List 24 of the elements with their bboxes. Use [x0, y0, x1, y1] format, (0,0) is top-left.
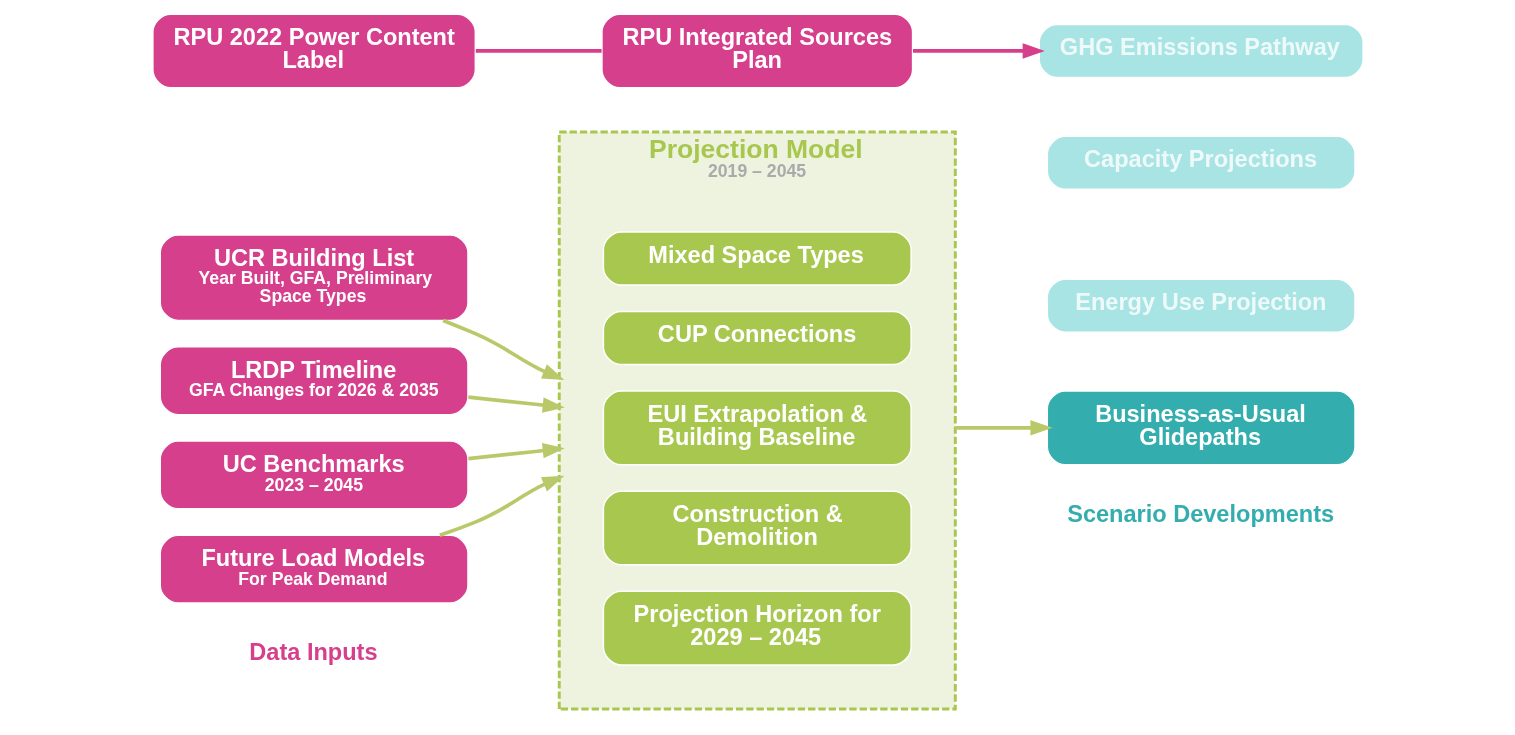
node-box: Projection Horizon for 2029 – 2045: [602, 590, 912, 666]
node-box: Mixed Space Types: [602, 231, 912, 286]
node-box: Energy Use Projection: [1046, 278, 1356, 333]
arrow: [438, 475, 564, 537]
arrow: [912, 43, 1045, 59]
arrow: [467, 442, 565, 461]
arrow: [954, 420, 1053, 436]
node-box: CUP Connections: [602, 310, 912, 366]
node-box: EUI Extrapolation & Building Baseline: [602, 390, 912, 466]
node-box: UCR Building List Year Built, GFA, Preliminary Space Types: [159, 234, 469, 322]
arrow: [441, 318, 564, 380]
node-box: Capacity Projections: [1046, 135, 1356, 191]
node-box: RPU Integrated Sources Plan: [600, 13, 913, 89]
node-box: RPU 2022 Power Content Label: [151, 13, 476, 89]
label: Scenario Developments: [1066, 500, 1334, 527]
label: Data Inputs: [248, 639, 378, 666]
connector: [475, 49, 602, 53]
node-box: Business-as-Usual Glidepaths: [1046, 390, 1356, 466]
node-box: LRDP Timeline GFA Changes for 2026 & 2035: [159, 346, 469, 416]
node-box: Construction & Demolition: [602, 490, 912, 566]
arrow: [467, 395, 565, 413]
node-box: GHG Emissions Pathway: [1037, 23, 1364, 79]
node-box: UC Benchmarks 2023 – 2045: [159, 440, 469, 510]
node-box: Future Load Models For Peak Demand: [159, 534, 469, 604]
